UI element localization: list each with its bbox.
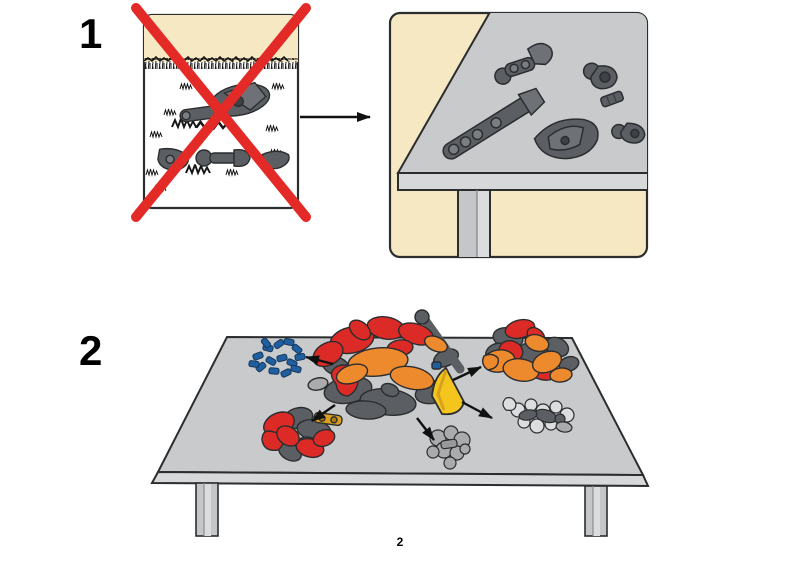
arrow-to-orange-pile (452, 365, 482, 382)
step-2-number: 2 (79, 327, 103, 374)
table-leg-right (584, 485, 608, 537)
orange-parts-pile (481, 318, 580, 383)
step1-table-panel (388, 11, 649, 259)
step1-wrong-surface-panel (131, 3, 311, 222)
table-leg-left (195, 482, 219, 537)
sorting-arrows (305, 355, 493, 441)
step-1-number: 1 (79, 10, 103, 57)
step1-transition-arrow (300, 112, 371, 122)
table-leg (457, 189, 491, 257)
grass-fringe (144, 58, 298, 69)
parts-on-table (442, 42, 646, 160)
arrow-to-red-pile (311, 404, 336, 422)
arrow-to-gray-pile (416, 417, 435, 441)
prohibition-cross (131, 3, 311, 222)
blue-pins-pile (248, 337, 306, 378)
yellow-cone-piece (431, 366, 465, 416)
gray-parts-pile (426, 425, 471, 470)
page-number: 2 (396, 535, 404, 549)
table-front-edge (397, 172, 647, 191)
arrow-to-blue-pile (305, 355, 334, 366)
arrow-to-light-gray-pile (461, 400, 493, 420)
step2-sorting-illustration (150, 309, 650, 537)
red-parts-pile (261, 406, 343, 462)
light-gray-parts-pile (502, 397, 575, 434)
table-front-edge (150, 470, 650, 488)
